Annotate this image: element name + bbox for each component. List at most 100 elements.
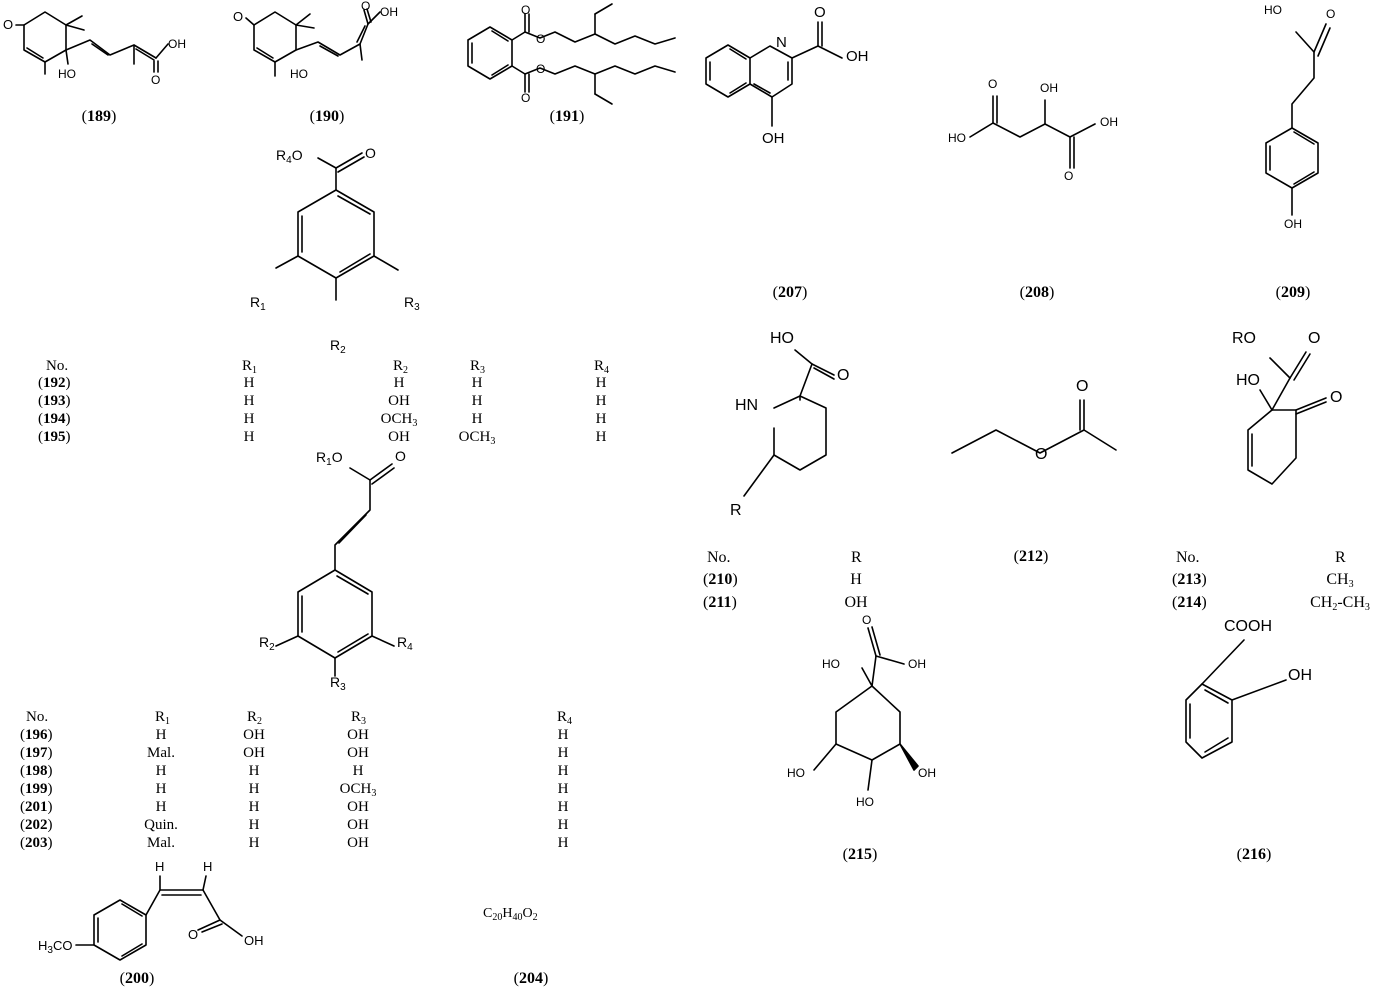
benzoic-row-cell: H (471, 393, 483, 409)
cinnamic-row-cell: H (557, 799, 569, 815)
cinnamic-row-cell: OH (243, 745, 265, 761)
cinnamic-row-cell: (199) (20, 781, 53, 797)
formula-204: C20H40O2 (483, 906, 538, 923)
benzoic-row-cell: H (243, 429, 255, 445)
cyclohexenone-header-r: R (1335, 549, 1346, 566)
cinnamic-row-cell: H (557, 781, 569, 797)
compound-label-209: (209) (1275, 284, 1311, 301)
atom-label-189-ho: HO (58, 67, 76, 81)
benzoic-row-cell: OH (388, 393, 410, 409)
atom-label-191-o3: O (536, 62, 546, 76)
cinnamic-row-cell: H (557, 835, 569, 851)
atom-label-215-ho-top: HO (822, 657, 840, 671)
cinnamic-row-cell: H (557, 727, 569, 743)
cinnamic-row-cell: H (155, 763, 167, 779)
cinnamic-header-no: No. (26, 709, 49, 725)
cinnamic-row-cell: (202) (20, 817, 53, 833)
atom-label-benzoic-r2: R2 (330, 337, 346, 356)
atom-label-benzoic-r4o: R4O (276, 147, 303, 166)
atom-label-209-ho: HO (1264, 3, 1282, 17)
atom-label-215-o: O (862, 613, 872, 627)
atom-label-cinnamic-r2: R2 (259, 634, 275, 653)
structure-benzoic-core (275, 152, 399, 301)
cinnamic-row-cell: H (557, 745, 569, 761)
benzoic-row-cell: (193) (38, 393, 71, 409)
cinnamic-row-cell: (197) (20, 745, 53, 761)
benzoic-row-cell: H (595, 393, 607, 409)
cinnamic-row-cell: H (557, 817, 569, 833)
cinnamic-row-cell: Mal. (147, 745, 175, 761)
atom-label-215-oh-top: OH (908, 657, 926, 671)
structure-208 (969, 95, 1096, 169)
cinnamic-row-cell: H (248, 799, 260, 815)
cinnamic-row-cell: OH (243, 727, 265, 743)
benzoic-row-cell: OCH3 (380, 411, 418, 429)
cinnamic-row-cell: OH (347, 835, 369, 851)
cinnamic-header-r4: R4 (557, 709, 573, 727)
piperidine-row-cell: (210) (703, 571, 738, 588)
benzoic-row-cell: H (471, 411, 483, 427)
atom-label-cyclohexenone-ro: RO (1232, 330, 1256, 347)
atom-label-208-o-top: O (988, 77, 998, 91)
piperidine-row-cell: OH (844, 594, 868, 611)
cyclohexenone-row-cell: CH2-CH3 (1310, 594, 1370, 613)
atom-label-190-ho: HO (290, 67, 308, 81)
benzoic-row-cell: H (393, 375, 405, 391)
atom-label-piperidine-o: O (837, 367, 850, 384)
atom-label-cyclohexenone-o-top: O (1308, 330, 1321, 347)
benzoic-header-no: No. (46, 358, 69, 374)
benzoic-row-cell: (195) (38, 429, 71, 445)
cyclohexenone-row-cell: (214) (1172, 594, 1207, 611)
atom-label-215-oh-right: OH (918, 766, 936, 780)
cinnamic-row-cell: H (352, 763, 364, 779)
cinnamic-header-r1: R1 (155, 709, 171, 727)
compound-label-200: (200) (119, 970, 155, 987)
atom-label-200-o: O (188, 927, 199, 942)
benzoic-header-r3: R3 (470, 358, 486, 376)
compound-label-208: (208) (1019, 284, 1055, 301)
compound-label-212: (212) (1013, 548, 1049, 565)
atom-label-benzoic-r1: R1 (250, 294, 266, 313)
piperidine-header-no: No. (707, 549, 731, 566)
cinnamic-row-cell: (198) (20, 763, 53, 779)
benzoic-row-cell: OH (388, 429, 410, 445)
benzoic-row-cell: H (243, 393, 255, 409)
cinnamic-row-cell: OH (347, 799, 369, 815)
structure-piperidine (743, 349, 835, 497)
atom-label-200-h-left: H (155, 859, 165, 874)
atom-label-207-o: O (814, 4, 826, 21)
structure-189 (15, 11, 169, 75)
atom-label-191-o4: O (521, 91, 531, 105)
structure-215 (813, 626, 919, 791)
benzoic-row-cell: H (243, 411, 255, 427)
compound-label-191: (191) (549, 108, 585, 125)
cinnamic-header-r2: R2 (247, 709, 263, 727)
piperidine-row-cell: H (850, 571, 862, 588)
atom-label-216-cooh: COOH (1224, 618, 1272, 635)
atom-label-208-oh-top: OH (1040, 81, 1058, 95)
atom-label-189-oh: OH (168, 37, 186, 51)
compound-label-190: (190) (309, 108, 345, 125)
atom-label-208-ho-left: HO (948, 131, 966, 145)
atom-label-207-oh-bottom: OH (762, 130, 785, 147)
benzoic-row-cell: H (595, 375, 607, 391)
atom-label-cinnamic-r1o: R1O (316, 449, 343, 468)
structure-190 (245, 8, 381, 77)
cinnamic-row-cell: H (248, 817, 260, 833)
atom-label-cinnamic-r4: R4 (397, 634, 413, 653)
cinnamic-row-cell: (201) (20, 799, 53, 815)
atom-label-189-o: O (151, 73, 161, 87)
atom-label-cinnamic-r3: R3 (330, 674, 346, 693)
benzoic-row-cell: H (471, 375, 483, 391)
atom-label-190-o: O (361, 0, 371, 13)
cinnamic-row-cell: H (155, 799, 167, 815)
atom-label-cyclohexenone-ho: HO (1236, 372, 1260, 389)
benzoic-header-r1: R1 (242, 358, 258, 376)
cinnamic-row-cell: H (248, 763, 260, 779)
atom-label-191-o1: O (521, 3, 531, 17)
atom-label-cinnamic-o: O (395, 448, 406, 464)
atom-label-190-oh: OH (380, 5, 398, 19)
structure-191 (467, 3, 676, 105)
compound-label-216: (216) (1236, 846, 1272, 863)
structure-209 (1265, 23, 1331, 216)
